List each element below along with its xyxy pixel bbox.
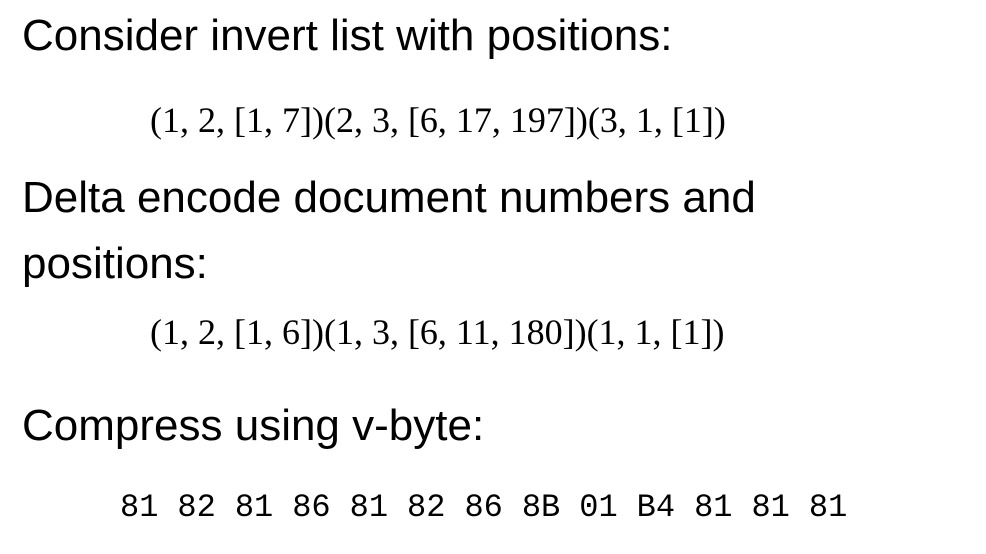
heading-delta-encode-line-2: positions: <box>22 239 208 288</box>
formula-delta-encoded: (1, 2, [1, 6])(1, 3, [6, 11, 180])(1, 1,… <box>150 312 725 352</box>
vbyte-byte: 82 <box>177 489 216 526</box>
vbyte-byte: 81 <box>808 489 848 526</box>
heading-compress-vbyte: Compress using v-byte: <box>22 401 485 450</box>
formula-inverted-list: (1, 2, [1, 7])(2, 3, [6, 17, 197])(3, 1,… <box>150 100 726 140</box>
vbyte-byte: 81 <box>234 489 274 526</box>
vbyte-byte: 86 <box>292 489 331 526</box>
vbyte-byte: 86 <box>464 489 503 526</box>
vbyte-byte: 82 <box>407 489 446 526</box>
vbyte-byte: 81 <box>694 489 733 526</box>
vbyte-byte: 8B <box>521 489 561 526</box>
vbyte-byte: B4 <box>636 489 676 526</box>
vbyte-byte: 81 <box>349 489 389 526</box>
vbyte-byte: 81 <box>120 489 159 526</box>
vbyte-output: 81 82 81 86 81 82 86 8B 01 B4 81 81 81 <box>120 486 847 530</box>
heading-invert-list: Consider invert list with positions: <box>22 11 673 60</box>
vbyte-byte: 01 <box>579 489 618 526</box>
heading-delta-encode-line-1: Delta encode document numbers and <box>22 173 756 222</box>
vbyte-byte: 81 <box>751 489 790 526</box>
